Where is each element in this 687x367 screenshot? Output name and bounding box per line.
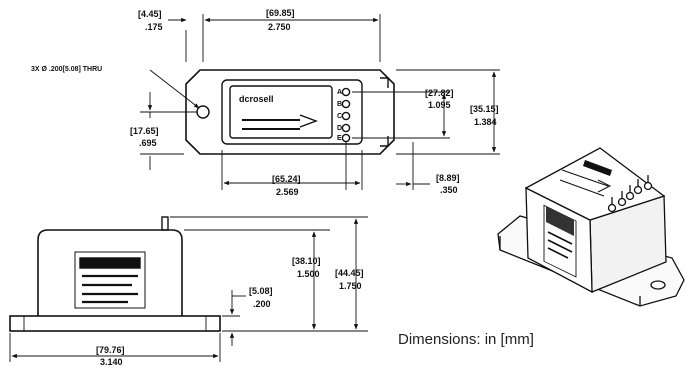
body-width-in: 2.569 — [276, 187, 299, 197]
pin-labels: A B C D E — [337, 89, 342, 142]
side-view — [9, 216, 368, 362]
pin-label: B — [337, 101, 342, 108]
units-caption: Dimensions: in [mm] — [398, 331, 534, 348]
hole-offset-mm: [4.45] — [138, 9, 162, 19]
top-view — [140, 14, 500, 190]
pin-label: A — [337, 89, 342, 96]
base-width-in: 3.140 — [100, 357, 123, 367]
top-view-body — [221, 79, 363, 145]
half-height-mm: [17.65] — [130, 126, 159, 136]
side-label-brand: dcrosell — [91, 243, 126, 253]
hole-note: 3X Ø .200[5.08] THRU — [31, 66, 102, 73]
pin-label: E — [337, 135, 342, 142]
iso-body-top — [524, 147, 666, 221]
side-view-label — [74, 251, 146, 309]
top-view-base-plate — [185, 69, 395, 155]
pin-offset-in: .350 — [440, 185, 458, 195]
connector-pin — [341, 87, 351, 97]
width-overall-mm: [69.85] — [266, 8, 295, 18]
half-height-in: .695 — [139, 138, 157, 148]
width-overall-in: 2.750 — [268, 22, 291, 32]
isometric-view — [497, 147, 685, 307]
iso-pins — [607, 175, 653, 213]
pin-offset-mm: [8.89] — [436, 173, 460, 183]
pin-span-in: 1.095 — [428, 100, 451, 110]
connector-pin — [341, 99, 351, 109]
side-view-flange — [9, 315, 221, 332]
body-height-in: 1.500 — [297, 269, 320, 279]
connector-pin — [341, 133, 351, 143]
flange-thickness-in: .200 — [253, 299, 271, 309]
pin-label: C — [337, 113, 342, 120]
flange-thickness-mm: [5.08] — [249, 286, 273, 296]
total-height-mm: [44.45] — [335, 268, 364, 278]
side-view-body — [37, 229, 183, 316]
pin-span-mm: [27.82] — [425, 88, 454, 98]
connector-pin — [341, 123, 351, 133]
body-height-mm: [38.10] — [292, 256, 321, 266]
top-view-label-plate — [229, 85, 333, 139]
base-depth-in: 1.384 — [474, 117, 497, 127]
top-label-brand: dcrosell — [239, 94, 274, 104]
base-depth-mm: [35.15] — [470, 104, 499, 114]
connector-pin — [341, 111, 351, 121]
base-width-mm: [79.76] — [96, 345, 125, 355]
pin-label: D — [337, 125, 342, 132]
total-height-in: 1.750 — [339, 281, 362, 291]
hole-offset-in: .175 — [145, 22, 163, 32]
body-width-mm: [65.24] — [272, 174, 301, 184]
